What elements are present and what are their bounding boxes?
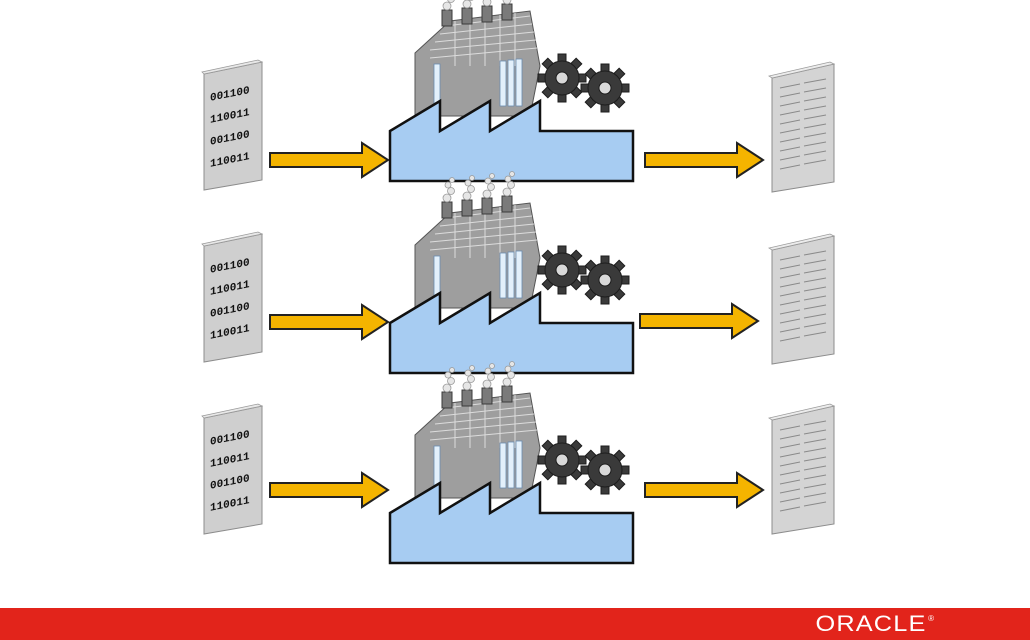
oracle-logo: ORACLE <box>815 611 926 636</box>
input-arrow-2 <box>269 304 389 340</box>
registered-mark: ® <box>928 614 934 623</box>
output-arrow-3 <box>644 472 764 508</box>
input-arrow-1 <box>269 142 389 178</box>
output-document-2 <box>768 233 835 365</box>
output-arrow-1 <box>644 142 764 178</box>
input-document-1: 001100 110011 001100 110011 <box>201 59 263 191</box>
factory-3 <box>390 362 633 564</box>
factory-2 <box>390 172 633 374</box>
output-document-3 <box>768 403 835 535</box>
process-row-1: 001100 110011 001100 110011 <box>201 0 835 193</box>
output-arrow-2 <box>639 303 759 339</box>
process-row-3: 001100 110011 001100 110011 <box>201 362 835 564</box>
factory-1 <box>390 0 633 181</box>
output-document-1 <box>768 61 835 193</box>
process-diagram: 001100 110011 001100 110011 001100 11001… <box>201 0 835 608</box>
footer-bar: ORACLE ® <box>0 608 1030 640</box>
process-row-2: 001100 110011 001100 110011 <box>201 172 835 374</box>
input-document-3: 001100 110011 001100 110011 <box>201 403 263 535</box>
input-document-2: 001100 110011 001100 110011 <box>201 231 263 363</box>
input-arrow-3 <box>269 472 389 508</box>
